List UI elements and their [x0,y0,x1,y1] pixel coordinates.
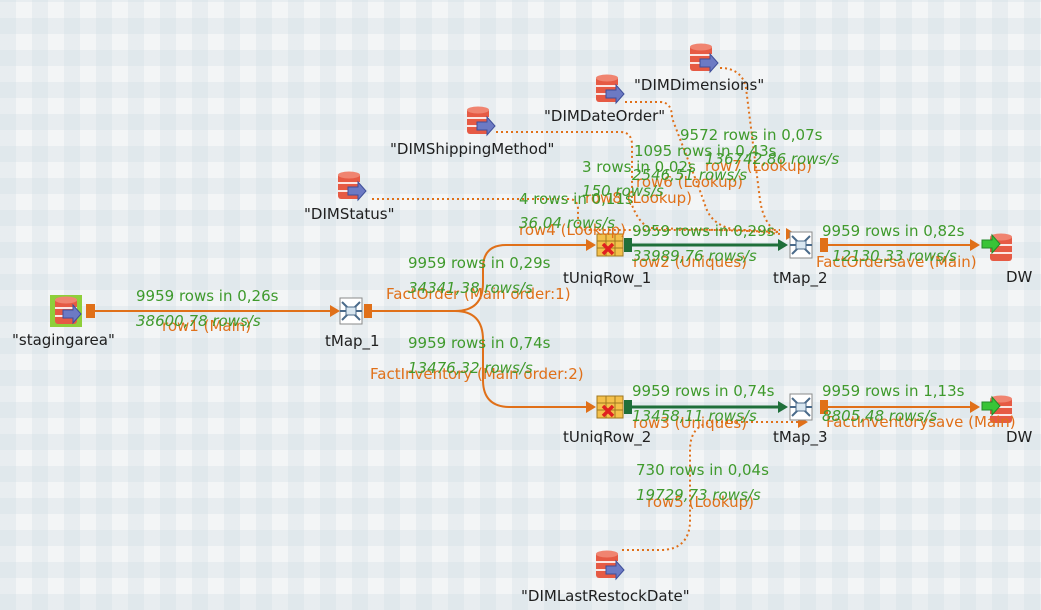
factorder-stats-rate: 34341,38 rows/s [408,279,533,297]
connection-factinventorysave-arrow [970,401,980,413]
connector-stub [624,238,632,252]
row6-stats-rows: 3 rows in 0,02s [582,158,696,176]
tuniqrow-1-label: tUniqRow_1 [563,269,652,287]
dimdateorder-node[interactable] [596,74,625,104]
dimshippingmethod-node[interactable] [467,106,496,136]
connector-stub [820,400,828,414]
factinventory-stats-rows: 9959 rows in 0,74s [408,334,551,352]
dimdateorder-label: "DIMDateOrder" [544,107,666,125]
dimdimensions-node[interactable] [690,43,719,73]
row5-label[interactable]: row5 (Lookup) [647,493,754,511]
dw-1-label: DW [1006,268,1033,286]
row5-stats-rate: 19729,73 rows/s [636,486,761,504]
factorder-stats-rows: 9959 rows in 0,29s [408,254,551,272]
tmap-1-node[interactable] [339,297,363,325]
row2-stats-rate: 33989,76 rows/s [632,247,757,265]
connection-row2-arrow [778,239,788,251]
factordersave-stats-rows: 9959 rows in 0,82s [822,222,965,240]
stagingarea-label: "stagingarea" [12,331,115,349]
tmap-3-label: tMap_3 [773,428,828,446]
factinventory-label[interactable]: FactInventory (Main order:2) [370,365,584,383]
dw-output-1-node[interactable] [981,233,1012,262]
row5-stats-rows: 730 rows in 0,04s [636,461,769,479]
connector-stub [364,304,372,318]
connection-row3-arrow [778,401,788,413]
dimlastrestockdate-node[interactable] [596,550,625,580]
dw-2-label: DW [1006,428,1033,446]
tmap-2-node[interactable] [789,231,813,259]
connector-stub [86,304,95,318]
row7-stats-rate: 136742,86 rows/s [705,150,840,168]
factinventorysave-label[interactable]: FactInventorysave (Main) [826,413,1016,431]
row8-label[interactable]: row8 (Lookup) [585,189,692,207]
dimshippingmethod-label: "DIMShippingMethod" [390,140,555,158]
row3-stats-rows: 9959 rows in 0,74s [632,382,775,400]
connection-row5[interactable] [622,421,800,551]
row7-label[interactable]: row7 (Lookup) [705,157,812,175]
dimdimensions-label: "DIMDimensions" [634,76,765,94]
row3-stats-rate: 13458,11 rows/s [632,407,757,425]
dimstatus-label: "DIMStatus" [304,205,395,223]
row1-stats-rate: 38600,78 rows/s [136,312,261,330]
row7-stats-rows: 9572 rows in 0,07s [680,126,823,144]
tmap-2-label: tMap_2 [773,269,828,287]
tmap-1-label: tMap_1 [325,332,380,350]
connection-row4[interactable] [372,198,780,231]
tuniqrow-2-node[interactable] [595,394,625,420]
factordersave-stats-rate: 12130,33 rows/s [832,247,957,265]
row4-label[interactable]: row4 (Lookup) [519,221,626,239]
factinventory-stats-rate: 13476,32 rows/s [408,359,533,377]
row6-label[interactable]: row6 (Lookup) [636,173,743,191]
row6-stats-rate: 150 rows/s [582,182,664,200]
connector-stub [820,238,828,252]
connection-row8[interactable] [625,101,781,235]
row1-stats-rows: 9959 rows in 0,26s [136,287,279,305]
connection-factordersave-arrow [970,239,980,251]
row8-stats-rows: 1095 rows in 0,43s [634,142,777,160]
tuniqrow-2-label: tUniqRow_2 [563,428,652,446]
connection-row6[interactable] [496,131,781,233]
connection-factinventory-arrow [586,401,596,413]
row2-stats-rows: 9959 rows in 0,29s [632,222,775,240]
connection-factinventory[interactable] [454,310,586,408]
factinventorysave-stats-rows: 9959 rows in 1,13s [822,382,965,400]
connector-stub [624,400,632,414]
row1-label[interactable]: row1 (Main) [162,317,252,335]
connection-factorder-arrow [586,239,596,251]
connection-row1-arrow [330,305,340,317]
row4-stats-rows: 4 rows in 0,11s [519,190,633,208]
stagingarea-node[interactable] [50,295,82,327]
factordersave-label[interactable]: FactOrdersave (Main) [816,253,977,271]
connection-factorder[interactable] [370,244,586,312]
tmap-3-node[interactable] [789,393,813,421]
row4-stats-rate: 36,04 rows/s [519,214,616,232]
dimlastrestockdate-label: "DIMLastRestockDate" [521,587,690,605]
row2-label[interactable]: row2 (Uniques) [633,253,748,271]
factorder-label[interactable]: FactOrder (Main order:1) [386,285,571,303]
row8-stats-rate: 2546,51 rows/s [632,166,748,184]
dimstatus-node[interactable] [338,171,367,201]
factinventorysave-stats-rate: 8805,48 rows/s [822,407,938,425]
row3-label[interactable]: row3 (Uniques) [633,414,748,432]
